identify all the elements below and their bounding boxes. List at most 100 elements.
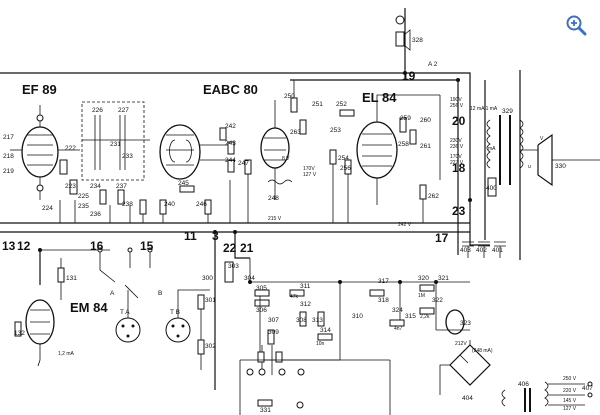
comp-261: 261 [420, 143, 431, 150]
comp-323: 323 [460, 320, 471, 327]
comp-262: 262 [428, 193, 439, 200]
comp-301: 301 [205, 297, 216, 304]
value-170v-b: 170V [303, 166, 315, 172]
value-47k: 47k [290, 294, 299, 300]
label-ma: mA [488, 146, 496, 152]
label-b: B [158, 290, 162, 297]
comp-218: 218 [3, 153, 14, 160]
comp-263: 263 [290, 129, 301, 136]
comp-226: 226 [92, 107, 103, 114]
comp-304: 304 [244, 275, 255, 282]
label-em84: EM 84 [70, 300, 108, 315]
comp-253: 253 [330, 127, 341, 134]
comp-219: 219 [3, 168, 14, 175]
value-4n7: 4n7 [394, 326, 403, 332]
label-v: V [540, 136, 544, 142]
comp-247: 247 [238, 160, 249, 167]
comp-403: 403 [460, 247, 471, 254]
comp-328: 328 [412, 37, 423, 44]
comp-251: 251 [312, 101, 323, 108]
if-transformer [59, 101, 150, 223]
value-rl: 12 mA 1 mA [470, 106, 498, 112]
comp-240: 240 [164, 201, 175, 208]
comp-331: 331 [260, 407, 271, 414]
comp-329: 329 [502, 108, 513, 115]
label-ef89: EF 89 [22, 82, 57, 97]
tone-network [214, 232, 470, 390]
tube-eabc80 [139, 124, 235, 223]
comp-312: 312 [300, 301, 311, 308]
junctions [38, 71, 472, 284]
terminal-22: 22 [223, 241, 237, 255]
label-el84: EL 84 [362, 90, 397, 105]
comp-242: 242 [225, 123, 236, 130]
comp-227: 227 [118, 107, 129, 114]
label-u: u [528, 164, 531, 170]
terminal-21: 21 [240, 241, 254, 255]
comp-300: 300 [202, 275, 213, 282]
terminal-13: 13 [2, 239, 16, 253]
comp-406: 406 [518, 381, 529, 388]
value-145v: 145 V [563, 398, 577, 404]
comp-308: 308 [296, 317, 307, 324]
value-230v: 230V [450, 138, 462, 144]
terminal-3: 3 [212, 229, 219, 243]
value-170v: 170V [450, 154, 462, 160]
comp-260: 260 [420, 117, 431, 124]
value-127v-b: 127 V [563, 406, 577, 412]
comp-246: 246 [196, 201, 207, 208]
comp-250: 250 [284, 93, 295, 100]
comp-330: 330 [555, 163, 566, 170]
comp-259: 259 [400, 115, 411, 122]
value-220v: 220 V [563, 388, 577, 394]
comp-307: 307 [268, 317, 279, 324]
comp-402: 402 [476, 247, 487, 254]
value-8v: 8 V [282, 156, 290, 162]
value-215v: 215 V [268, 216, 282, 222]
bottom-boxes [239, 359, 391, 415]
comp-248: 248 [268, 195, 279, 202]
comp-217: 217 [3, 134, 14, 141]
value-256v: 256 V [450, 103, 464, 109]
comp-243: 243 [225, 140, 236, 147]
comp-234: 234 [90, 183, 101, 190]
tube-ef89 [10, 105, 80, 200]
label-a2: A 2 [428, 61, 438, 68]
filter-caps [462, 241, 506, 258]
comp-223: 223 [65, 183, 76, 190]
comp-324: 324 [392, 307, 403, 314]
comp-231: 231 [110, 141, 121, 148]
comp-315: 315 [405, 313, 416, 320]
comp-302: 302 [205, 343, 216, 350]
tube-triode [244, 80, 307, 223]
comp-233: 233 [122, 153, 133, 160]
comp-225: 225 [78, 193, 89, 200]
zoom-in-icon[interactable] [565, 14, 587, 36]
terminal-18: 18 [452, 161, 466, 175]
terminal-11: 11 [184, 229, 197, 243]
value-1m: 1M [418, 293, 425, 299]
comp-321: 321 [438, 275, 449, 282]
value-227v: 227 V [450, 160, 464, 166]
terminal-12: 12 [17, 239, 31, 253]
comp-256: 256 [340, 165, 351, 172]
selector-switch [97, 247, 153, 299]
comp-320: 320 [418, 275, 429, 282]
comp-309: 309 [268, 329, 279, 336]
label-eabc80: EABC 80 [203, 82, 258, 97]
comp-318: 318 [378, 297, 389, 304]
comp-306: 306 [256, 307, 267, 314]
comp-131: 131 [66, 275, 77, 282]
label-tb: T B [170, 309, 180, 316]
comp-314: 314 [320, 327, 331, 334]
value-242v: 242 V [398, 222, 412, 228]
comp-305: 305 [256, 285, 267, 292]
power-supply [439, 340, 593, 412]
comp-236: 236 [90, 211, 101, 218]
comp-401: 401 [492, 247, 503, 254]
comp-303: 303 [228, 263, 239, 270]
comp-258: 258 [398, 141, 409, 148]
terminal-15: 15 [140, 239, 154, 253]
value-127v: 127 V [303, 172, 317, 178]
comp-317: 317 [378, 278, 389, 285]
